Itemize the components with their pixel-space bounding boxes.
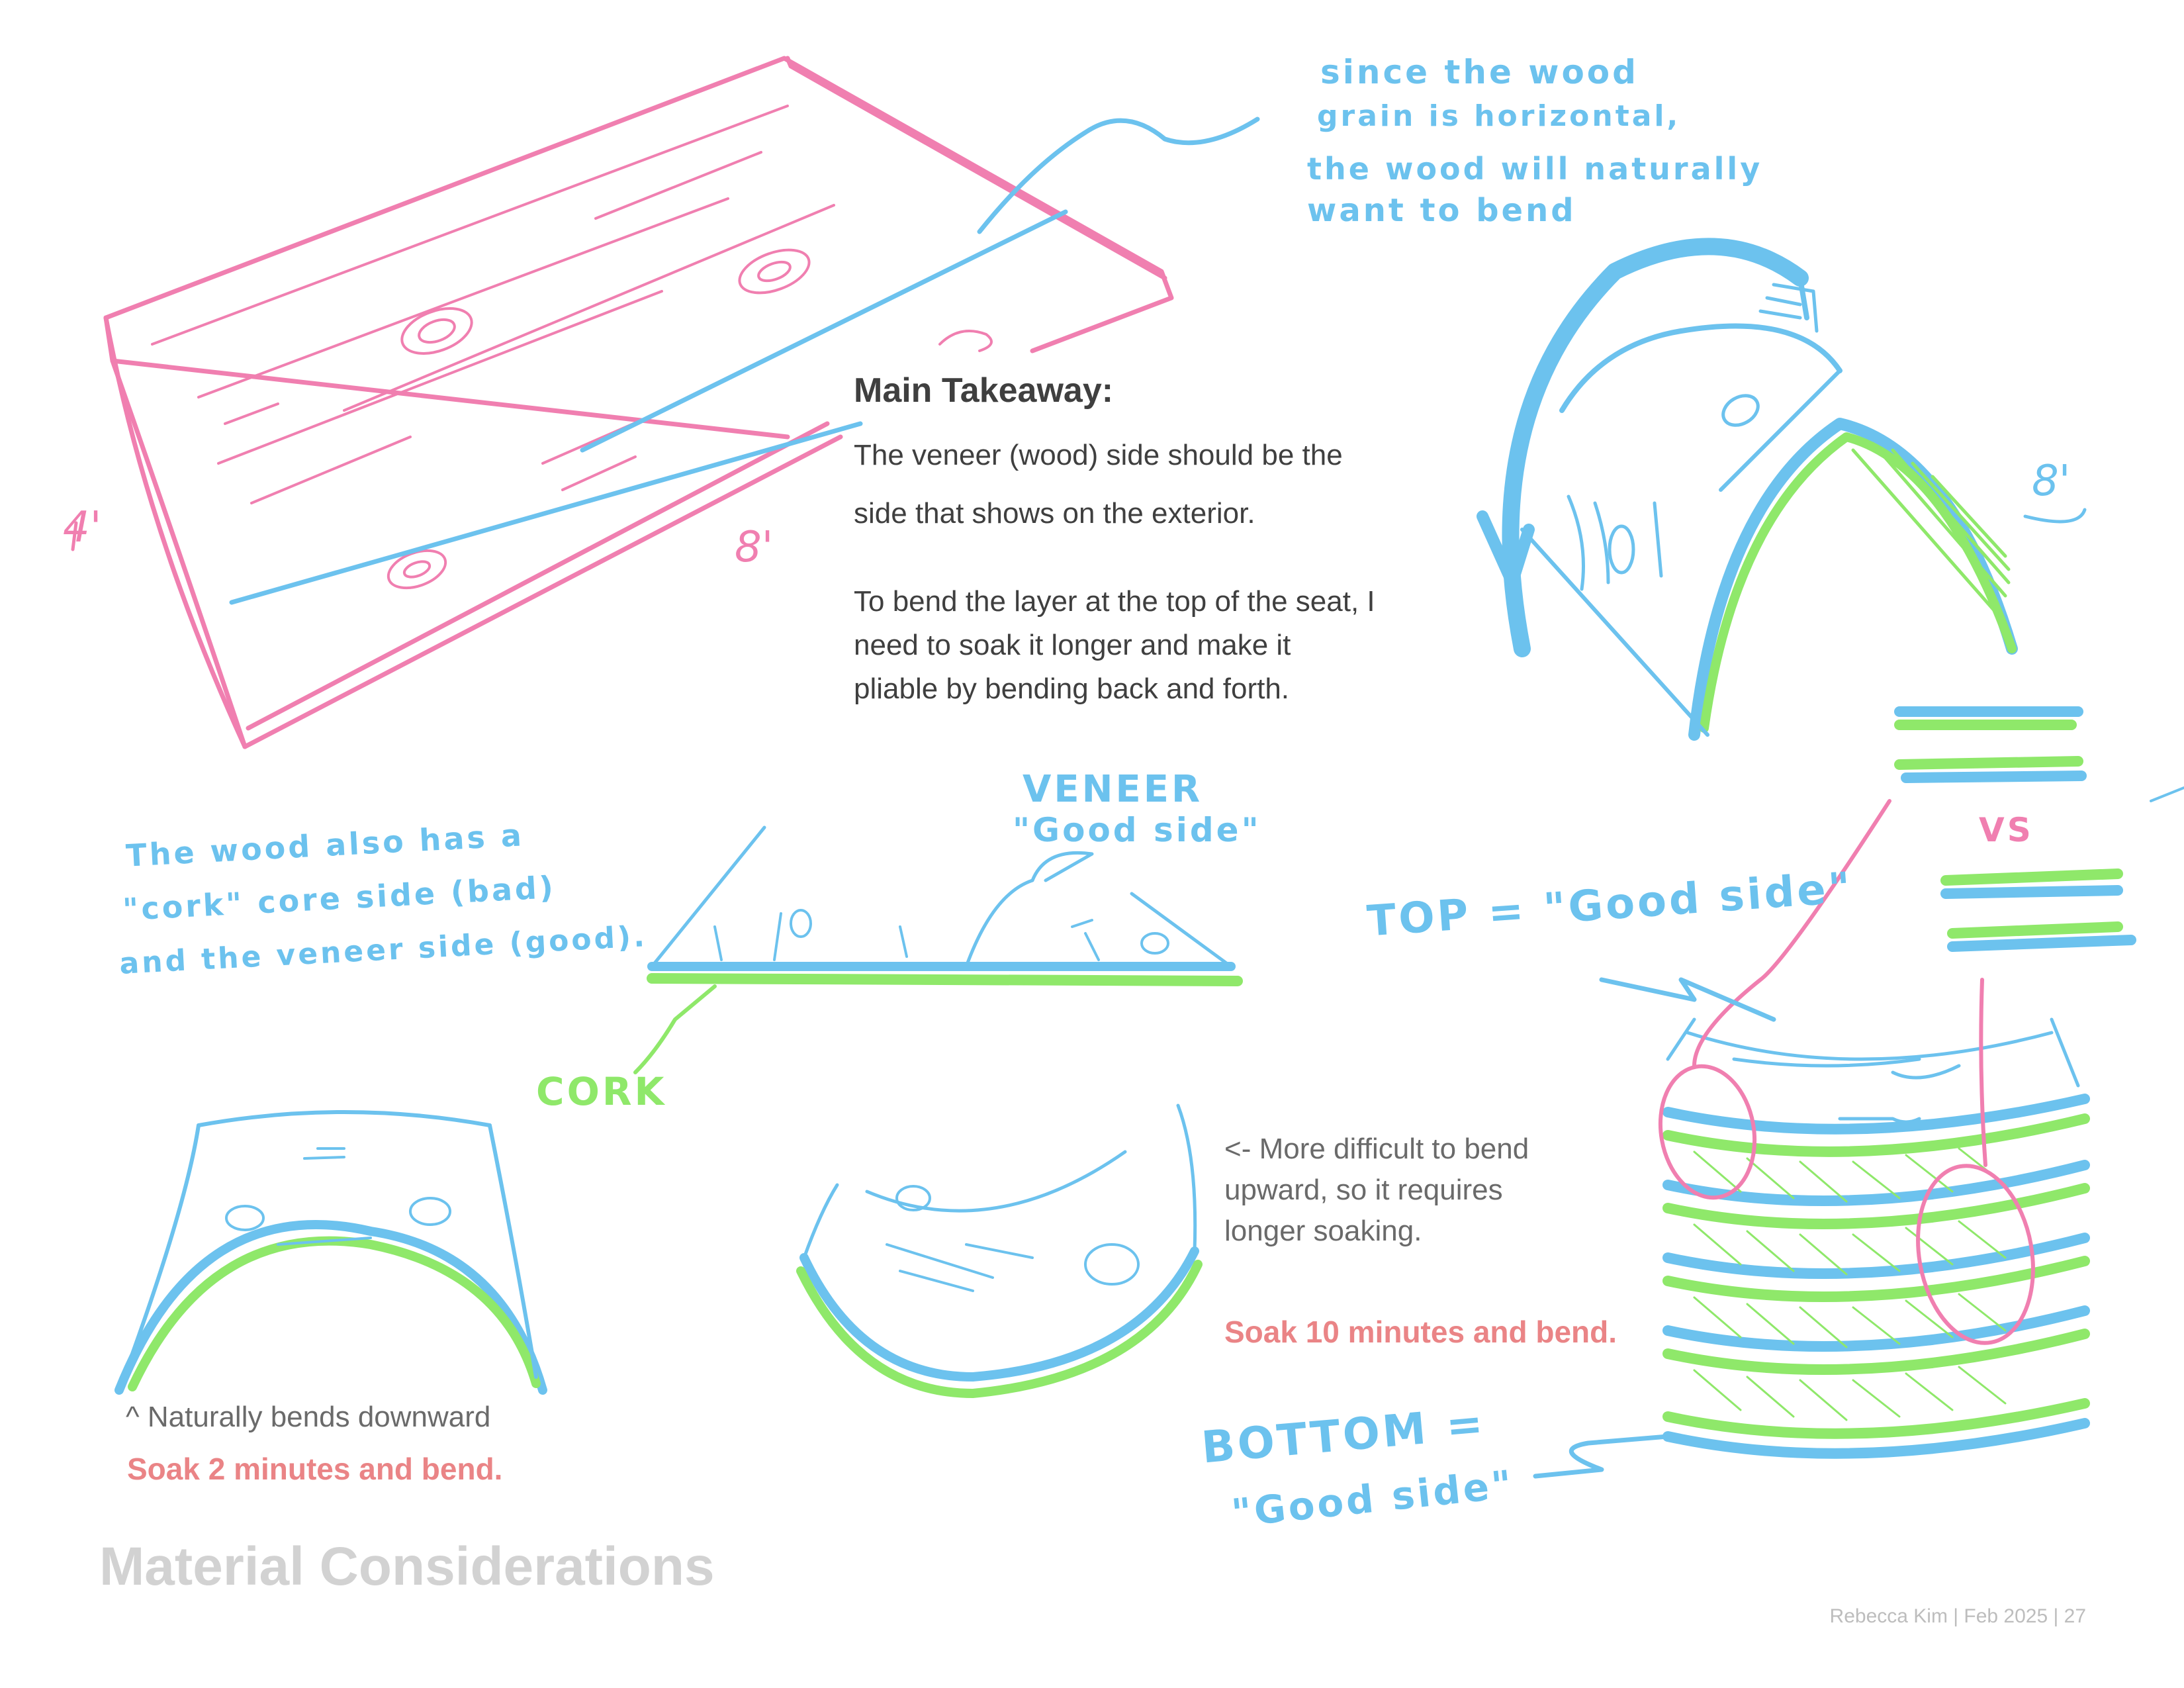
grain-note-line-1: since the wood [1320,53,1639,91]
downward-soak-note: Soak 2 minutes and bend. [127,1452,503,1486]
page-title: Material Considerations [99,1536,715,1597]
grain-edge-line [229,117,1260,605]
grain-note-line-4: want to bend [1307,192,1576,229]
veneer-label: VENEER [1023,768,1203,811]
upward-bend-note-line-1: <- More difficult to bend [1224,1133,1529,1165]
takeaway-line-4: need to soak it longer and make it [854,629,1291,661]
takeaway-line-1: The veneer (wood) side should be the [854,439,1343,471]
grain-note-line-2: grain is horizontal, [1317,99,1681,133]
arch-length-dimension: 8' [2032,457,2071,506]
sheet-width-dimension: 4' [63,503,102,552]
veneer-cork-drawing [633,825,1243,1074]
main-takeaway-heading: Main Takeaway: [854,371,1114,410]
grain-note-line-3: the wood will naturally [1307,151,1763,187]
takeaway-line-3: To bend the layer at the top of the seat… [854,585,1375,618]
vs-label: VS [1979,811,2034,849]
downward-bend-drawing [114,1110,547,1395]
upward-bend-note-line-3: longer soaking. [1224,1215,1422,1247]
cork-label: CORK [536,1069,667,1114]
layer-stack-drawing [1533,706,2184,1479]
takeaway-line-5: pliable by bending back and forth. [854,673,1290,705]
veneer-good-side-label: "Good side" [1013,811,1261,849]
takeaway-line-2: side that shows on the exterior. [854,497,1255,530]
sheet-length-dimension: 8' [735,523,774,572]
page-footer: Rebecca Kim | Feb 2025 | 27 [1829,1605,2086,1627]
downward-bend-note: ^ Naturally bends downward [126,1401,491,1433]
dimension-marks [71,521,78,551]
upward-bend-drawing [796,1103,1203,1398]
upward-bend-note-line-2: upward, so it requires [1224,1174,1503,1206]
arch-drawing [1477,238,2087,741]
upward-soak-note: Soak 10 minutes and bend. [1224,1315,1617,1349]
